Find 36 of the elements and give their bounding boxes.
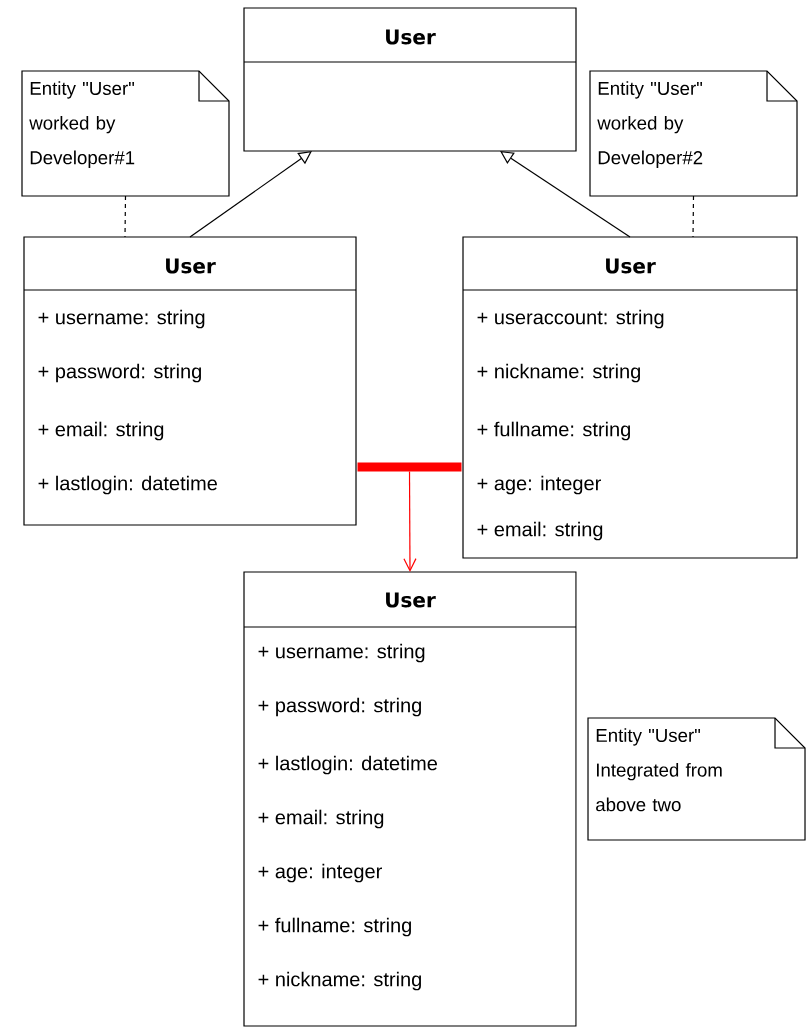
note-text: Entity "User" worked by Developer#1 [29, 81, 135, 168]
attribute-text: + lastlogin: datetime [258, 755, 437, 775]
dashed-line [692, 195, 695, 238]
attribute-text: + email: string [38, 421, 164, 441]
note-text: Entity "User" Integrated from above two [596, 728, 722, 812]
class-name: User [386, 29, 436, 45]
attribute-text: + nickname: string [258, 971, 421, 991]
join-bar [357, 462, 462, 472]
attribute-text: + nickname: string [477, 363, 640, 383]
note [587, 717, 806, 841]
attribute-text: + lastlogin: datetime [38, 475, 217, 495]
attribute-text: + useraccount: string [477, 309, 664, 329]
attribute-text: + fullname: string [477, 421, 630, 441]
note-text: Entity "User" worked by Developer#2 [597, 81, 703, 168]
class-name: User [386, 592, 436, 608]
attribute-text: + username: string [38, 309, 205, 329]
attribute-text: + email: string [258, 809, 384, 829]
arrow [189, 151, 312, 238]
class-name: User [606, 258, 656, 274]
arrow [500, 151, 631, 238]
dashed-line [124, 195, 127, 238]
note [21, 70, 230, 197]
class-box [243, 7, 577, 152]
note [589, 70, 798, 197]
class-name: User [166, 258, 216, 274]
attribute-text: + email: string [477, 521, 603, 541]
attribute-text: + age: integer [258, 863, 382, 883]
class-box [243, 571, 577, 1027]
attribute-text: + username: string [258, 643, 425, 663]
attribute-text: + fullname: string [258, 917, 411, 937]
class-box [462, 236, 798, 559]
attribute-text: + password: string [258, 697, 421, 717]
class-box [23, 236, 357, 526]
attribute-text: + password: string [38, 363, 201, 383]
attribute-text: + age: integer [477, 475, 601, 495]
arrow [403, 470, 417, 572]
